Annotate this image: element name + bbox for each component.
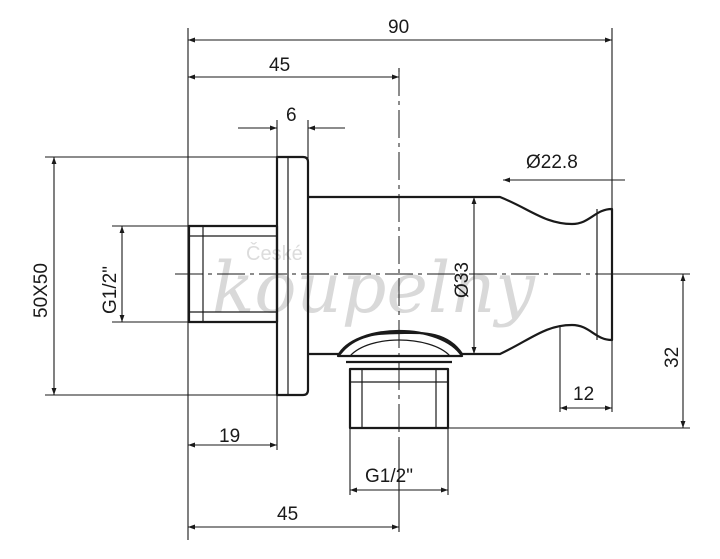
label-outlet-diameter: Ø22.8 [526,152,578,173]
label-half-length-bottom: 45 [277,504,298,525]
label-flange-thickness: 6 [286,105,297,126]
watermark: České koupelny [212,242,536,329]
label-flange-size: 50X50 [31,263,52,318]
outlet-thread [348,367,450,430]
body-outline [308,195,614,356]
label-outlet-height: 32 [662,347,683,368]
valve-body [187,155,614,430]
watermark-main-text: koupelny [212,247,536,329]
label-inlet-thread: G1/2" [100,266,121,314]
dome [336,329,464,358]
wall-flange [275,155,310,397]
label-body-diameter: Ø33 [452,262,473,298]
extension-lines [45,28,690,540]
dimension-labels: 90 45 6 Ø22.8 Ø33 50X50 G1/2" 19 G1/2" 4… [31,17,683,525]
dimension-lines [51,37,686,530]
label-outlet-tip-length: 12 [573,384,594,405]
label-overall-length: 90 [388,17,409,38]
label-half-length-top: 45 [269,55,290,76]
label-outlet-thread: G1/2" [365,466,413,487]
label-inlet-thread-length: 19 [219,426,240,447]
